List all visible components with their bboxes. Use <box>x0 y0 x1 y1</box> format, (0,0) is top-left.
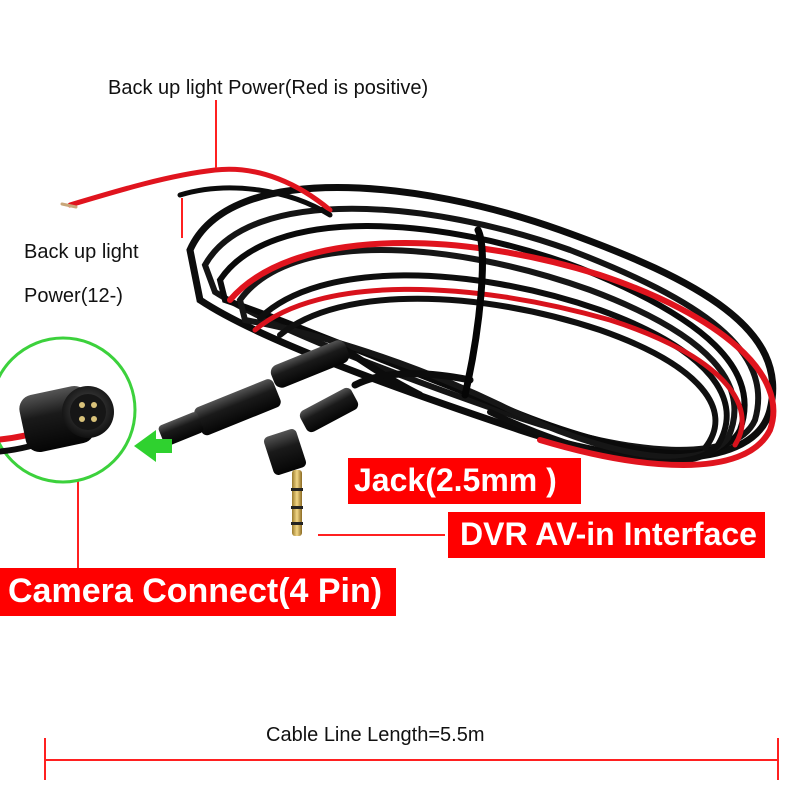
arrow-icon <box>134 430 172 462</box>
jack-ring <box>291 506 303 509</box>
pin-icon <box>91 416 97 422</box>
jack-connector <box>263 387 359 536</box>
cable-loop-red <box>227 240 777 468</box>
cable-loop-black <box>236 247 738 461</box>
cable-to-jack <box>351 370 474 389</box>
cable-loop-black <box>277 295 719 451</box>
jack-ring <box>291 522 303 525</box>
dvr-interface-tag: DVR AV-in Interface <box>448 512 765 558</box>
camera-connect-tag: Camera Connect(4 Pin) <box>0 568 397 616</box>
jack-tag: Jack(2.5mm ) <box>348 458 581 504</box>
pin-callout <box>0 336 137 484</box>
cable-tie <box>461 226 486 399</box>
cable-length-label: Cable Line Length=5.5m <box>266 724 485 746</box>
power-wire-red <box>67 166 333 213</box>
connector-tip <box>158 412 204 446</box>
leader-lines <box>77 100 445 568</box>
jack-strain-relief <box>299 387 359 433</box>
pin-icon <box>79 416 85 422</box>
jack-plug <box>292 470 302 536</box>
cable-loop-red <box>252 286 745 448</box>
camera-connector <box>158 340 350 446</box>
cable-coil <box>60 166 777 468</box>
backup-power-negative-label-line2: Power(12-) <box>24 285 123 307</box>
backup-power-negative-label-line1: Back up light <box>24 241 139 263</box>
power-wire-black <box>177 185 333 218</box>
pin-icon <box>79 402 85 408</box>
backup-power-positive-label: Back up light Power(Red is positive) <box>108 77 429 99</box>
jack-ring <box>291 488 303 491</box>
cable-loop-black <box>186 184 777 462</box>
pin-icon <box>91 402 97 408</box>
cable-to-camera <box>341 346 424 399</box>
length-dimension <box>44 738 779 780</box>
jack-body <box>263 429 307 475</box>
connector-strain-relief <box>270 340 350 388</box>
bare-wire-tip <box>60 202 78 209</box>
connector-body <box>194 379 281 436</box>
